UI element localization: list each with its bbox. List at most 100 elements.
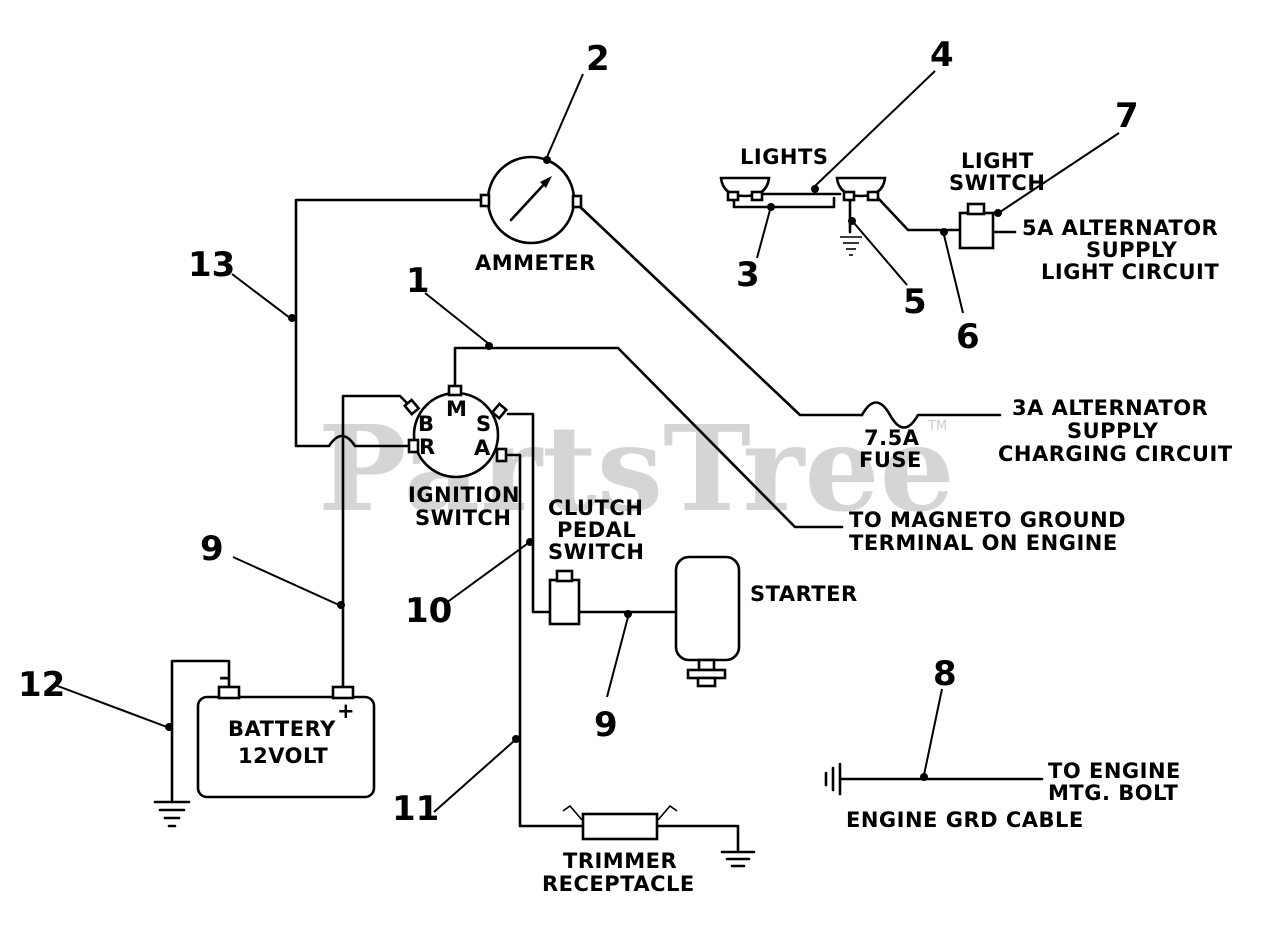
terminal-r-label: R	[419, 435, 435, 459]
callout-9a: 9	[200, 529, 224, 569]
callout-7: 7	[1115, 96, 1139, 136]
ignition-switch-label-1: IGNITION	[408, 483, 520, 507]
magneto-note-1: TO MAGNETO GROUND	[849, 508, 1126, 532]
terminal-a-label: A	[474, 436, 491, 460]
clutch-pedal-switch	[548, 569, 581, 626]
junction-dot-10	[526, 538, 534, 546]
battery-label-1: BATTERY	[228, 717, 336, 741]
wire-11	[506, 453, 585, 828]
junction-dot-6	[940, 228, 948, 236]
callout-5: 5	[903, 282, 927, 322]
leader-10	[445, 543, 528, 604]
leader-6	[943, 234, 964, 314]
wire-3	[732, 196, 836, 209]
ignition-switch-label-2: SWITCH	[415, 506, 511, 530]
junction-dot-9a	[337, 601, 345, 609]
junction-dot-12	[165, 723, 173, 731]
callout-10: 10	[405, 591, 452, 631]
junction-dot-4	[811, 185, 819, 193]
trimmer-label-2: RECEPTACLE	[542, 872, 695, 896]
ground-symbol-trimmer	[720, 850, 756, 868]
junction-dot-11	[512, 735, 520, 743]
charging-circuit-note-2: SUPPLY	[1067, 419, 1159, 443]
wire-1	[453, 346, 844, 529]
ammeter-label: AMMETER	[475, 251, 596, 275]
ground-symbol-lights	[840, 236, 862, 256]
lights-label: LIGHTS	[740, 145, 828, 169]
leader-2	[546, 73, 584, 158]
light-circuit-note-1: 5A ALTERNATOR	[1022, 216, 1218, 240]
light-switch-label-1: LIGHT	[961, 149, 1034, 173]
magneto-note-2: TERMINAL ON ENGINE	[849, 531, 1118, 555]
clutch-switch-label-3: SWITCH	[548, 540, 644, 564]
clutch-switch-label-2: PEDAL	[557, 518, 636, 542]
terminal-m-label: M	[446, 397, 467, 421]
leader-8	[923, 688, 943, 776]
charging-circuit-note-3: CHARGING CIRCUIT	[998, 442, 1233, 466]
terminal-b-label: B	[418, 412, 434, 436]
ground-symbol-engine	[824, 762, 842, 796]
leader-12	[54, 684, 168, 728]
fuse-7-5a	[860, 401, 1002, 429]
callout-6: 6	[956, 317, 980, 357]
junction-dot-7	[994, 209, 1002, 217]
terminal-s-label: S	[476, 412, 491, 436]
light-switch-label-2: SWITCH	[949, 171, 1045, 195]
junction-dot-1	[485, 342, 493, 350]
light-circuit-note-2: SUPPLY	[1086, 238, 1178, 262]
callout-1: 1	[406, 261, 430, 301]
callout-8: 8	[933, 654, 957, 694]
battery-label-2: 12VOLT	[238, 744, 328, 768]
callout-4: 4	[930, 35, 954, 75]
callout-13: 13	[188, 245, 235, 285]
junction-dot-3	[767, 203, 775, 211]
wire-13	[294, 198, 488, 448]
starter	[674, 555, 741, 688]
leader-3	[756, 209, 771, 259]
ammeter	[479, 155, 583, 245]
trimmer-label-1: TRIMMER	[563, 849, 677, 873]
callout-9b: 9	[594, 705, 618, 745]
ground-symbol-battery	[153, 800, 191, 828]
fuse-label-2: FUSE	[859, 448, 922, 472]
light-switch	[958, 202, 995, 250]
wire-trimmer-ground	[655, 824, 740, 852]
junction-dot-2	[543, 156, 551, 164]
callout-11: 11	[392, 789, 439, 829]
leader-9b	[606, 616, 629, 698]
leader-4	[814, 70, 936, 187]
trimmer-receptacle	[562, 804, 678, 841]
engine-bolt-note-2: MTG. BOLT	[1048, 781, 1179, 805]
wire-10	[506, 412, 553, 614]
callout-2: 2	[586, 39, 610, 79]
wire-12	[170, 659, 231, 802]
junction-dot-9b	[624, 610, 632, 618]
battery-minus-label: –	[219, 665, 230, 689]
lights	[719, 176, 887, 202]
starter-label: STARTER	[750, 582, 858, 606]
watermark-trademark: TM	[927, 419, 947, 434]
wire-6	[876, 196, 962, 232]
leader-13	[231, 273, 291, 319]
engine-grd-cable-label: ENGINE GRD CABLE	[846, 808, 1084, 832]
battery	[196, 685, 376, 799]
leader-11	[433, 740, 515, 813]
leader-5	[853, 222, 908, 286]
leader-1	[424, 292, 490, 345]
leader-7	[999, 132, 1120, 213]
leader-9a	[232, 556, 340, 606]
battery-plus-label: +	[337, 699, 355, 723]
charging-circuit-note-1: 3A ALTERNATOR	[1012, 396, 1208, 420]
callout-12: 12	[18, 665, 65, 705]
fuse-label-1: 7.5A	[864, 426, 920, 450]
light-circuit-note-3: LIGHT CIRCUIT	[1041, 260, 1219, 284]
engine-bolt-note-1: TO ENGINE	[1048, 759, 1181, 783]
junction-dot-13	[288, 314, 296, 322]
ignition-switch: B M S R A	[402, 384, 509, 479]
clutch-switch-label-1: CLUTCH	[548, 496, 643, 520]
callout-3: 3	[736, 255, 760, 295]
junction-dot-8	[920, 773, 928, 781]
wire-ammeter-charging	[574, 201, 864, 417]
junction-dot-5	[848, 217, 856, 225]
